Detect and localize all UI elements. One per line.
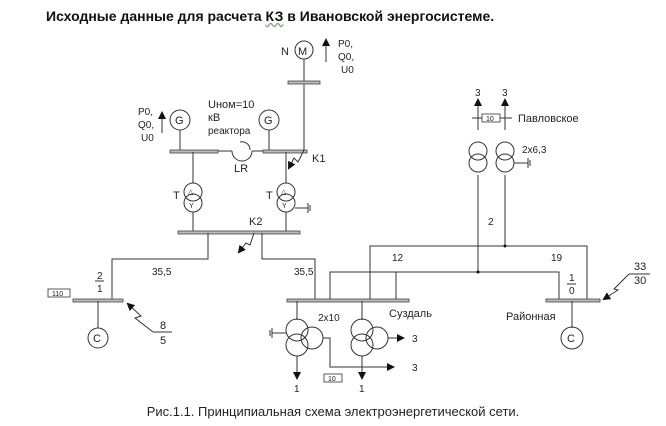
raionnaya-ratio-bottom: 0 [569, 286, 575, 297]
reactor-symbol [231, 150, 253, 162]
left-source-circle [87, 327, 109, 349]
title-text-end: в Ивановской энергосистеме. [283, 8, 495, 24]
raionnaya-fault-top: 33 [634, 261, 646, 273]
gen-param-q: Q0, [138, 120, 154, 131]
raionnaya-source-label: C [567, 333, 575, 345]
left-voltage-box [47, 288, 71, 298]
pavlovskoe-load-b: 3 [502, 88, 508, 99]
suzdal-load3b-arrow [323, 337, 395, 371]
fault-k2-icon [237, 232, 255, 254]
left-source-label: C [93, 333, 101, 345]
left-voltage-label: 110 [52, 291, 63, 298]
reactor-label: LR [234, 163, 248, 175]
motor-symbol: M [298, 46, 307, 58]
title-text: Исходные данные для расчета [46, 8, 266, 24]
generator-bus-left [169, 149, 219, 154]
page-title: Исходные данные для расчета КЗ в Ивановс… [46, 8, 494, 24]
bus-35kv [177, 230, 301, 235]
pavlovskoe-name: Павловское [518, 113, 579, 125]
raionnaya-ratio-top: 1 [569, 273, 575, 284]
raionnaya-fault-bottom: 30 [634, 275, 646, 287]
line-right-length: 35,5 [294, 267, 314, 278]
svg-text:Y: Y [282, 203, 287, 210]
reactor-note-unit: кВ [208, 112, 220, 124]
svg-text:△: △ [281, 189, 287, 196]
generator-left-symbol: G [175, 115, 184, 127]
left-ratio-bottom: 1 [97, 284, 103, 295]
raionnaya-source-circle [560, 326, 584, 350]
svg-text:Y: Y [189, 203, 194, 210]
fault-left-icon [126, 302, 154, 333]
pavlovskoe-box: 10 [486, 116, 494, 123]
figure-caption: Рис.1.1. Принципиальная схема электроэне… [146, 404, 520, 419]
left-ratio-top: 2 [97, 271, 103, 282]
left-fault-bottom: 5 [160, 335, 166, 347]
reactor-note-voltage: Uном=10 [208, 99, 254, 111]
fault-k2-label: K2 [249, 216, 262, 228]
fault-k1-label: K1 [312, 153, 325, 165]
line-inner [395, 271, 560, 299]
motor-param-p: P0, [338, 39, 353, 50]
generator-bus-right [262, 149, 308, 154]
generator-right: G [258, 109, 280, 151]
left-fault-top: 8 [160, 320, 166, 332]
transformer-left-label: T [173, 190, 180, 202]
line-right-branch [261, 233, 316, 299]
reactor-note-word: реактора [208, 126, 251, 137]
svg-text:△: △ [188, 189, 194, 196]
line-19-label: 19 [551, 253, 563, 264]
suzdal-load3a: 3 [412, 334, 418, 345]
pavlovskoe-transformers: 2x6,3 [522, 145, 547, 156]
motor-param-q: Q0, [338, 52, 354, 63]
suzdal-name: Суздаль [389, 308, 432, 320]
generator-right-symbol: G [264, 115, 273, 127]
fault-right-icon [602, 273, 630, 301]
line-2-label: 2 [488, 217, 494, 228]
title-kz: КЗ [265, 8, 284, 24]
motor-param-u: U0 [341, 65, 354, 76]
suzdal-load1: 1 [294, 384, 300, 395]
bus-suzdal [286, 298, 410, 303]
suzdal-load3b: 3 [412, 363, 418, 374]
motor: M N P0, Q0, U0 [281, 38, 354, 150]
transformer-right: △ Y T [266, 152, 311, 232]
transformer-left: △ Y T [173, 152, 203, 232]
suzdal-transformers: 2x10 [318, 313, 340, 324]
pavlovskoe-load-a: 3 [475, 88, 481, 99]
line-12-label: 12 [392, 253, 404, 264]
generator-left: G P0, Q0, U0 [138, 107, 191, 151]
suzdal-box: 10 [328, 376, 336, 383]
gen-param-p: P0, [138, 107, 153, 118]
motor-bus [287, 80, 321, 85]
line-left-length: 35,5 [152, 267, 172, 278]
suzdal-load2: 1 [359, 384, 365, 395]
raionnaya-name: Районная [506, 311, 556, 323]
bus-raionnaya [545, 298, 601, 303]
transformer-right-label: T [266, 190, 273, 202]
gen-param-u: U0 [141, 133, 154, 144]
line-left-branch [111, 233, 209, 299]
fault-k1-icon [288, 149, 305, 170]
motor-label: N [281, 46, 289, 58]
